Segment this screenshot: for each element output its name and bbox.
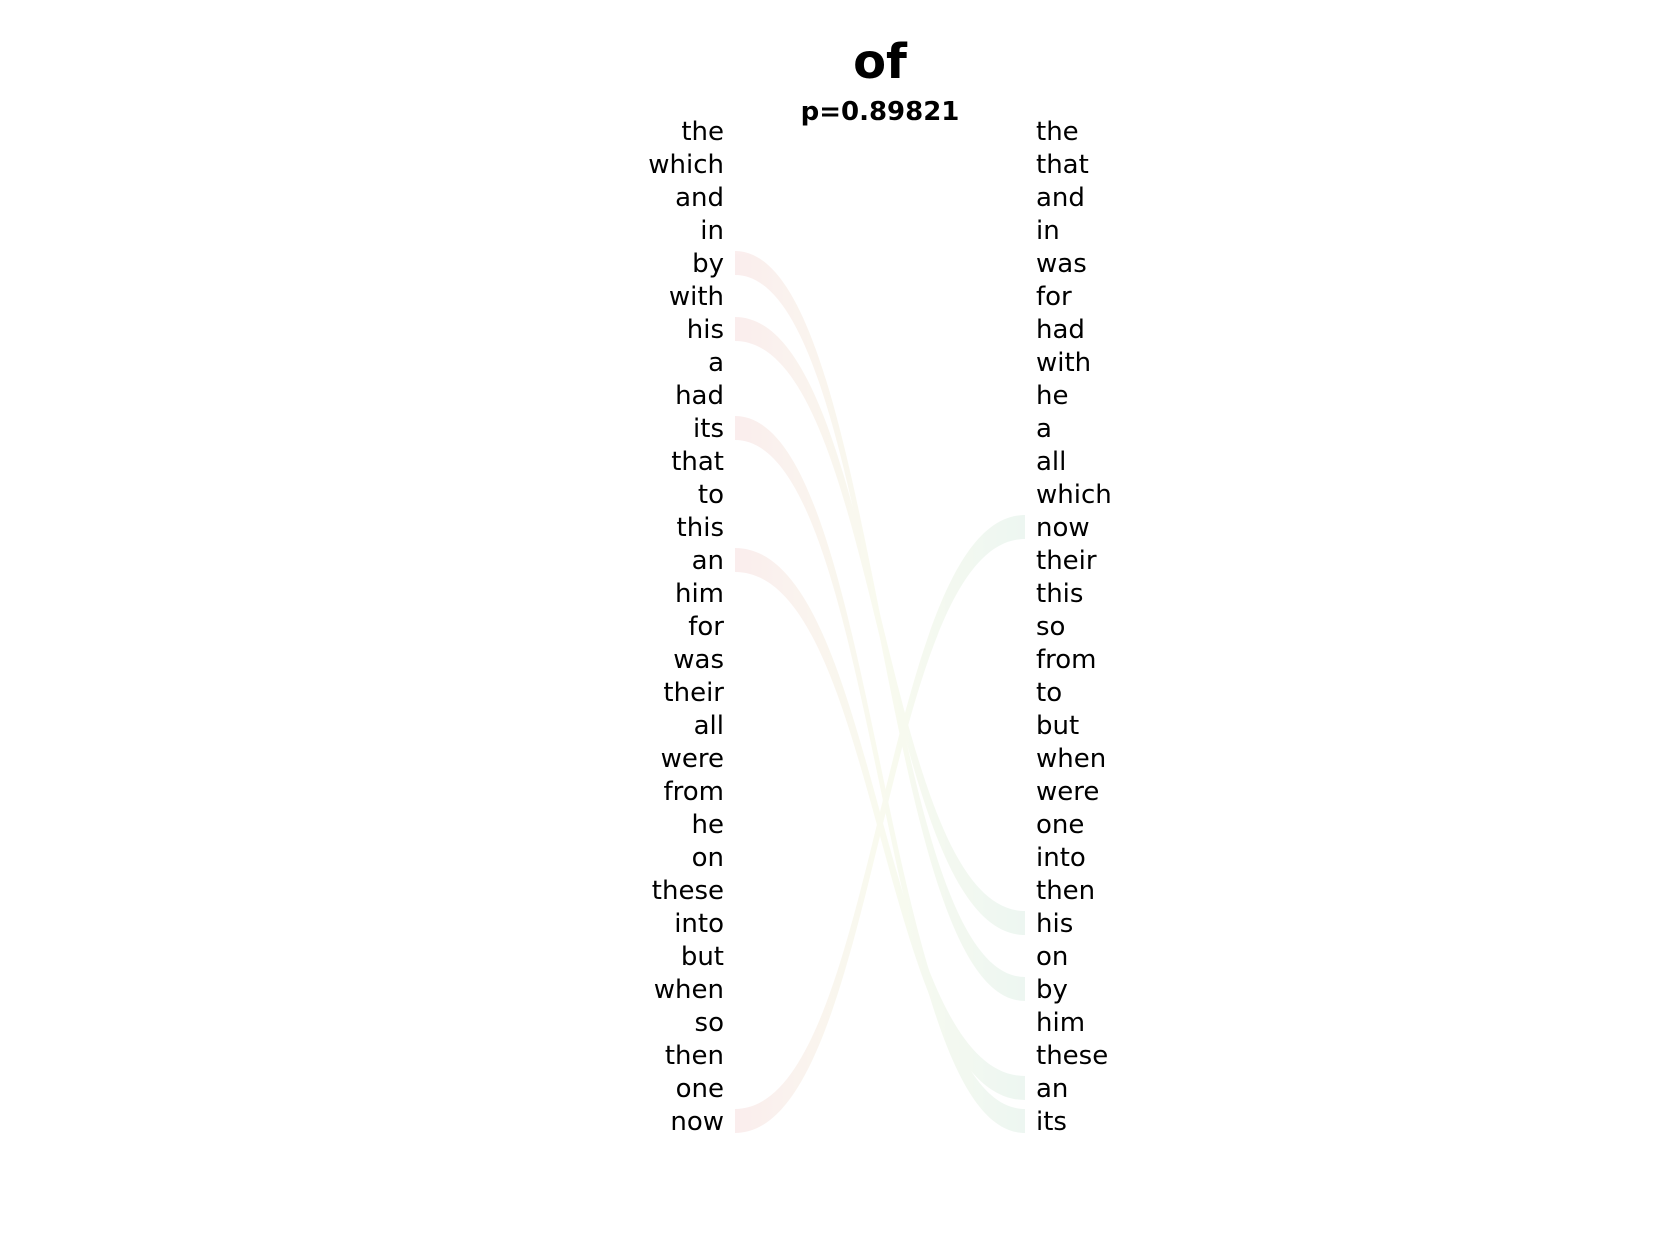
- diagram-subtitle: p=0.89821: [801, 97, 960, 127]
- left-word: this: [677, 513, 724, 543]
- rank-links: [735, 251, 1025, 1133]
- right-word: now: [1036, 513, 1090, 543]
- right-word: the: [1036, 117, 1079, 147]
- left-word: one: [676, 1074, 724, 1104]
- left-word: an: [692, 546, 724, 576]
- left-word: were: [661, 744, 724, 774]
- right-word: with: [1036, 348, 1091, 378]
- right-word: had: [1036, 315, 1085, 345]
- left-word: to: [698, 480, 724, 510]
- right-word: were: [1036, 777, 1099, 807]
- right-word: was: [1036, 249, 1087, 279]
- right-word: a: [1036, 414, 1052, 444]
- left-word: its: [693, 414, 724, 444]
- left-word: which: [648, 150, 724, 180]
- right-word: his: [1036, 909, 1073, 939]
- right-word: on: [1036, 942, 1068, 972]
- left-word: into: [674, 909, 724, 939]
- rank-link-its: [735, 416, 1025, 1133]
- left-word: on: [692, 843, 724, 873]
- right-word: he: [1036, 381, 1068, 411]
- right-word: by: [1036, 975, 1068, 1005]
- right-word: for: [1036, 282, 1072, 312]
- left-word: all: [694, 711, 724, 741]
- left-word: but: [681, 942, 724, 972]
- right-word: these: [1036, 1041, 1108, 1071]
- right-word-column: thethatandinwasforhadwithheaallwhichnowt…: [1036, 117, 1112, 1137]
- left-word: that: [671, 447, 724, 477]
- left-word: a: [708, 348, 724, 378]
- right-word: one: [1036, 810, 1084, 840]
- left-word: for: [688, 612, 724, 642]
- left-word: so: [695, 1008, 724, 1038]
- left-word: him: [675, 579, 724, 609]
- right-word: in: [1036, 216, 1060, 246]
- right-word: their: [1036, 546, 1097, 576]
- right-word: all: [1036, 447, 1066, 477]
- right-word: this: [1036, 579, 1083, 609]
- right-word: but: [1036, 711, 1079, 741]
- right-word: that: [1036, 150, 1089, 180]
- right-word: then: [1036, 876, 1095, 906]
- diagram-title: of: [853, 34, 908, 90]
- rank-link-now: [735, 515, 1025, 1133]
- left-word: the: [681, 117, 724, 147]
- left-word: in: [700, 216, 724, 246]
- right-word: its: [1036, 1107, 1067, 1137]
- left-word: then: [665, 1041, 724, 1071]
- right-word: to: [1036, 678, 1062, 708]
- left-word: his: [687, 315, 724, 345]
- left-word-column: thewhichandinbywithhisahaditsthattothisa…: [648, 117, 724, 1137]
- right-word: which: [1036, 480, 1112, 510]
- left-word: when: [654, 975, 724, 1005]
- left-word: their: [663, 678, 724, 708]
- right-word: so: [1036, 612, 1065, 642]
- left-word: from: [663, 777, 724, 807]
- right-word: him: [1036, 1008, 1085, 1038]
- left-word: he: [692, 810, 724, 840]
- left-word: had: [675, 381, 724, 411]
- left-word: was: [673, 645, 724, 675]
- right-word: an: [1036, 1074, 1068, 1104]
- left-word: these: [652, 876, 724, 906]
- left-word: with: [669, 282, 724, 312]
- right-word: from: [1036, 645, 1097, 675]
- right-word: when: [1036, 744, 1106, 774]
- right-word: and: [1036, 183, 1085, 213]
- left-word: and: [675, 183, 724, 213]
- left-word: now: [670, 1107, 724, 1137]
- left-word: by: [692, 249, 724, 279]
- right-word: into: [1036, 843, 1086, 873]
- rank-link-his: [735, 317, 1025, 935]
